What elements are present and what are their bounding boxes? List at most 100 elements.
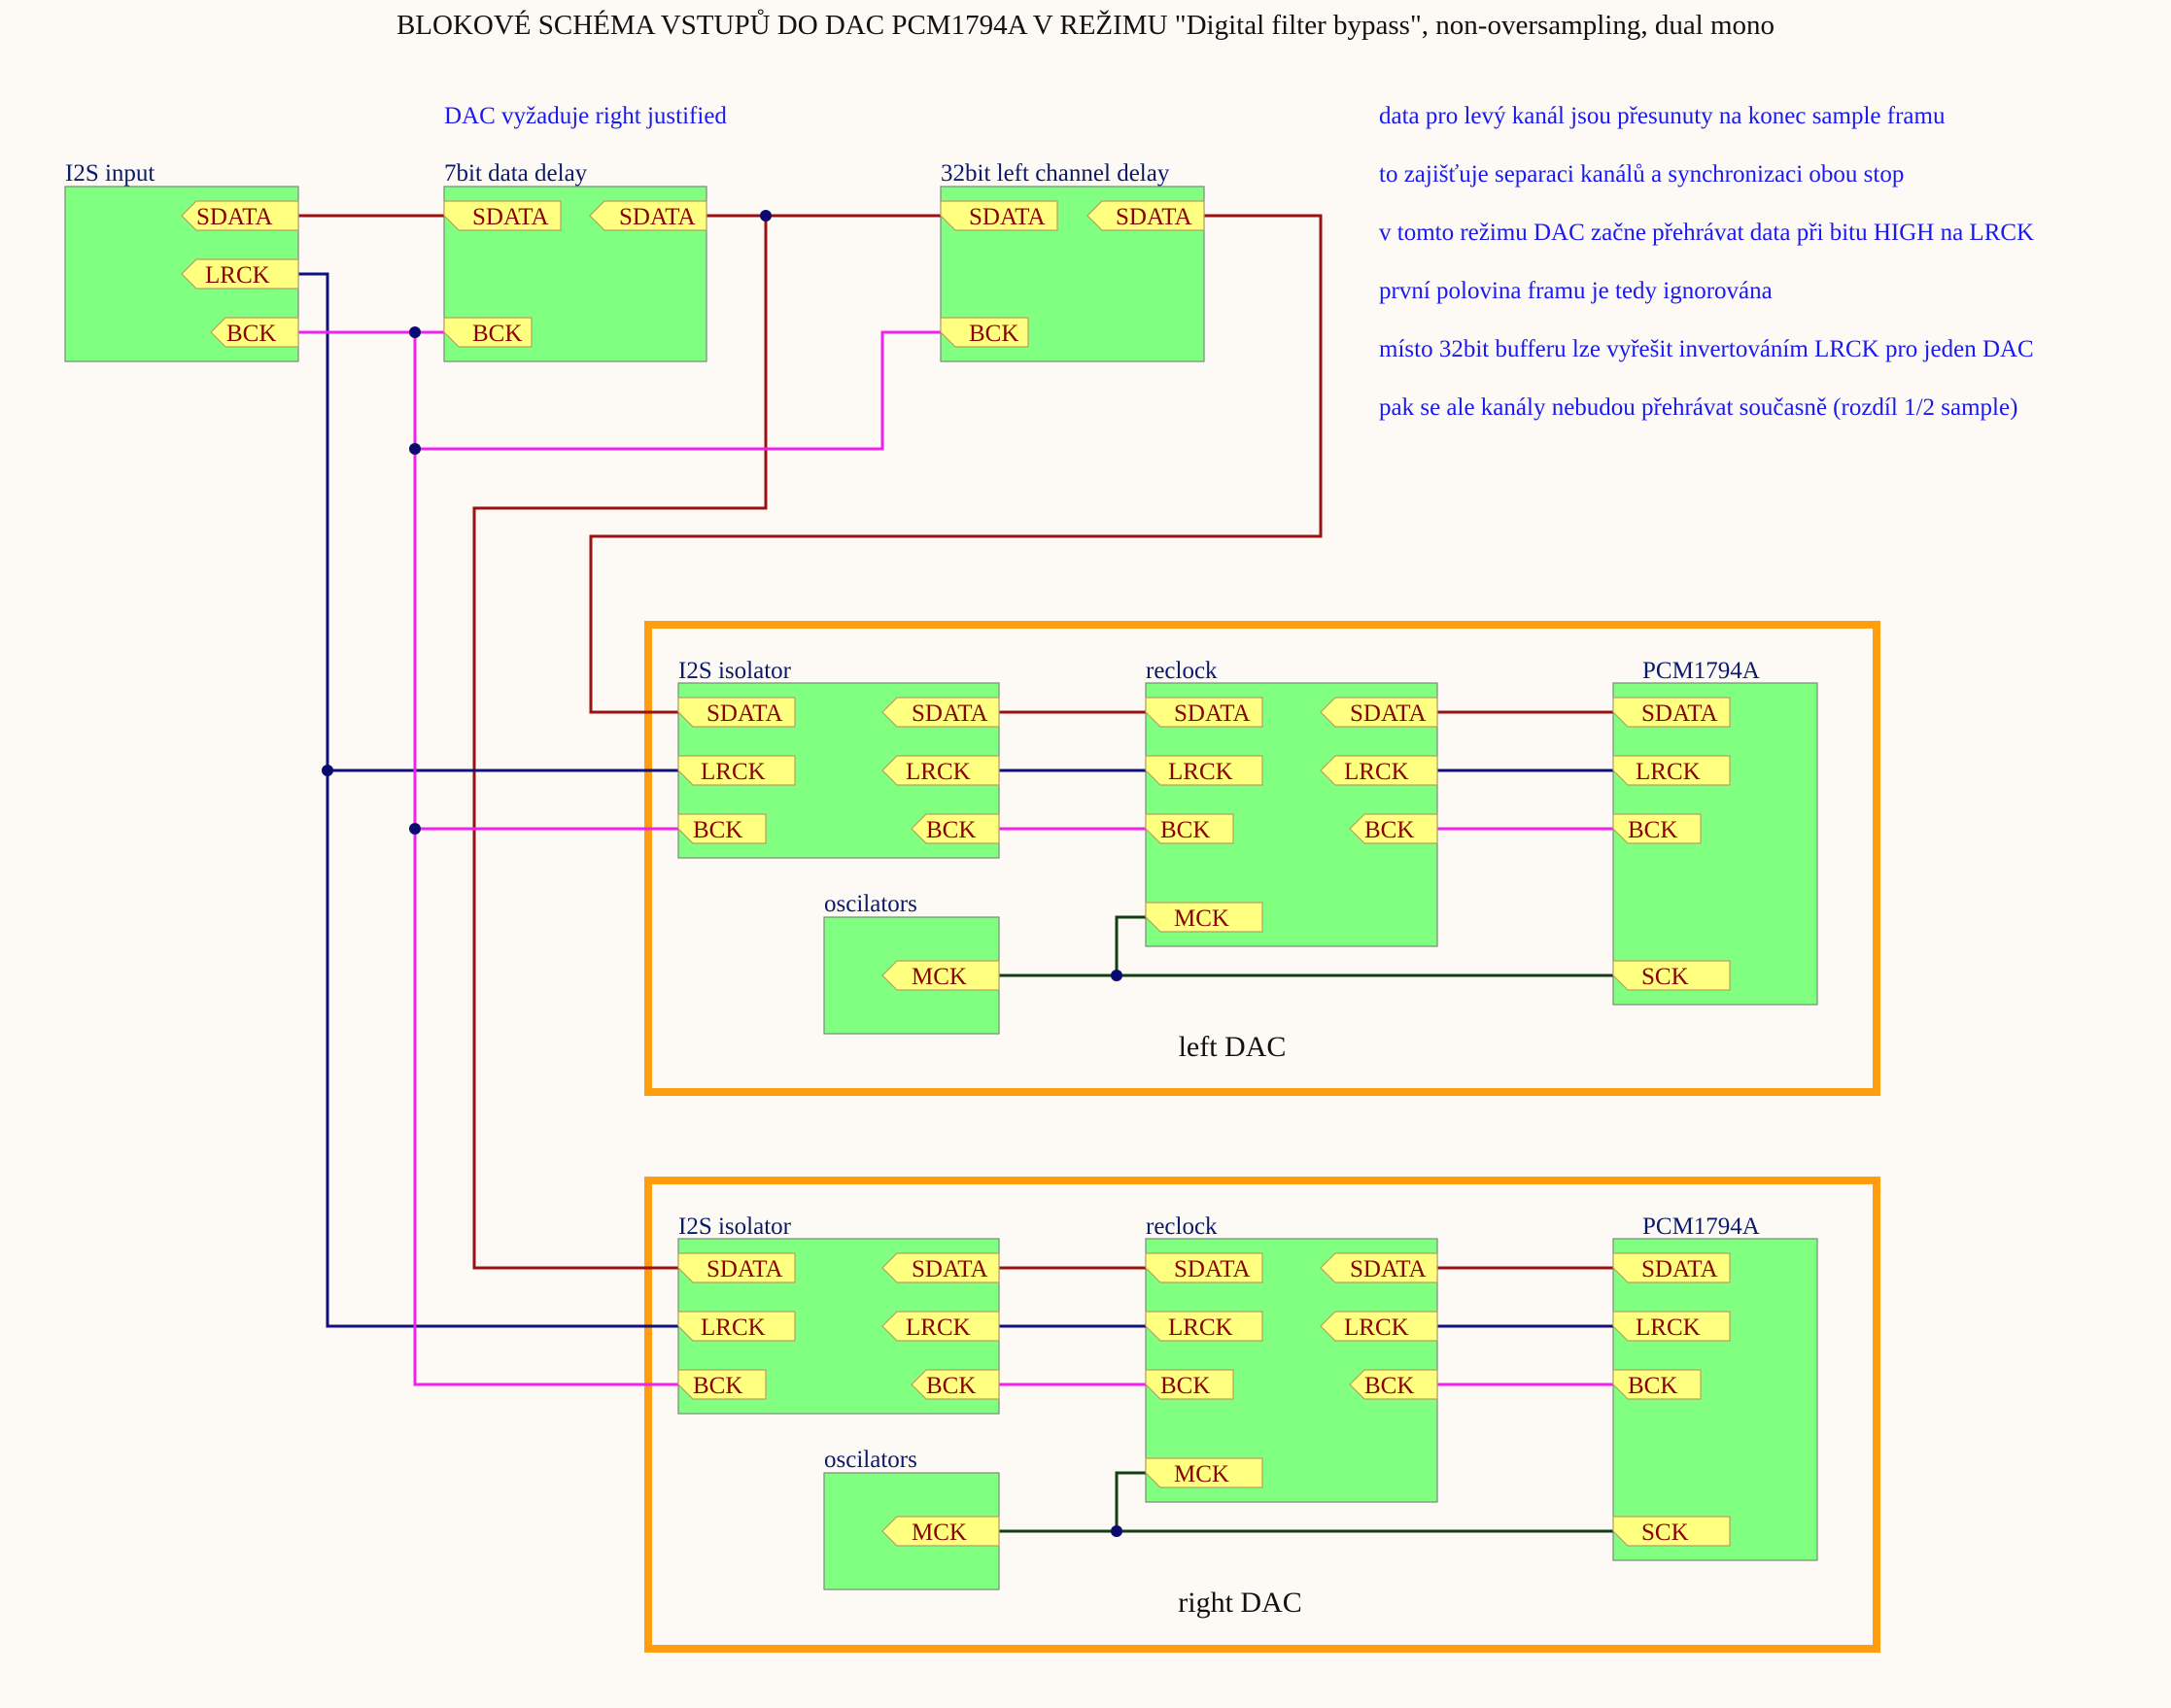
svg-text:SDATA: SDATA	[472, 204, 549, 230]
left-dac-frame	[644, 621, 1880, 1096]
pin-l-pcm-sdata: SDATA	[1612, 697, 1731, 728]
data-delay-label: 7bit data delay	[444, 160, 588, 187]
svg-text:SDATA: SDATA	[912, 1256, 988, 1282]
svg-text:LRCK: LRCK	[1344, 759, 1409, 785]
right-isolator-label: I2S isolator	[678, 1213, 792, 1240]
junction-bck-left-delay	[409, 443, 421, 455]
left-pcm-label: PCM1794A	[1642, 658, 1760, 684]
pin-l-rc-lrck-in: LRCK	[1145, 755, 1263, 786]
svg-text:LRCK: LRCK	[1636, 759, 1701, 785]
note-right-justified: DAC vyžaduje right justified	[444, 103, 727, 129]
pin-input-sdata: SDATA	[181, 200, 299, 231]
note-line-6: pak se ale kanály nebudou přehrávat souč…	[1379, 394, 2017, 421]
svg-text:SDATA: SDATA	[1350, 700, 1427, 727]
wire-lrck-input	[298, 272, 678, 1328]
svg-text:LRCK: LRCK	[701, 759, 766, 785]
wire-bck-to-left-delay	[415, 330, 941, 451]
pin-l-iso-bck-in: BCK	[677, 813, 767, 844]
svg-text:SCK: SCK	[1641, 964, 1689, 990]
svg-text:LRCK: LRCK	[1636, 1315, 1701, 1341]
svg-text:BCK: BCK	[1160, 1373, 1210, 1399]
i2s-input-label: I2S input	[65, 160, 155, 187]
svg-text:BCK: BCK	[969, 321, 1018, 347]
pin-r-rc-mck: MCK	[1145, 1457, 1263, 1488]
svg-text:BCK: BCK	[1160, 817, 1210, 843]
pin-r-iso-bck-out: BCK	[911, 1369, 1000, 1400]
wire-mck-right-to-reclock	[1115, 1471, 1146, 1531]
svg-text:LRCK: LRCK	[1168, 759, 1233, 785]
pin-l-pcm-lrck: LRCK	[1612, 755, 1731, 786]
pin-r-pcm-lrck: LRCK	[1612, 1311, 1731, 1342]
pin-r-osc-mck: MCK	[881, 1516, 1000, 1547]
svg-text:LRCK: LRCK	[1344, 1315, 1409, 1341]
left-delay-label: 32bit left channel delay	[941, 160, 1170, 187]
svg-text:SDATA: SDATA	[969, 204, 1046, 230]
pin-r-rc-bck-out: BCK	[1349, 1369, 1438, 1400]
pin-l-iso-sdata-in: SDATA	[677, 697, 796, 728]
pin-l-osc-mck: MCK	[881, 960, 1000, 991]
wire-sdata-left-delay-out	[589, 214, 1323, 714]
right-pcm-label: PCM1794A	[1642, 1213, 1760, 1240]
junction-bck-input	[409, 326, 421, 338]
svg-text:BCK: BCK	[1628, 1373, 1677, 1399]
pin-l-pcm-sck: SCK	[1612, 960, 1731, 991]
pin-left-delay-sdata-out: SDATA	[1086, 200, 1205, 231]
pin-r-pcm-bck: BCK	[1612, 1369, 1702, 1400]
svg-text:SDATA: SDATA	[1174, 700, 1251, 727]
right-dac-label: right DAC	[1178, 1587, 1302, 1619]
svg-text:BCK: BCK	[693, 1373, 742, 1399]
svg-text:MCK: MCK	[1174, 905, 1229, 932]
svg-text:BCK: BCK	[926, 1373, 976, 1399]
pin-delay-sdata-out: SDATA	[589, 200, 707, 231]
svg-text:SDATA: SDATA	[1174, 1256, 1251, 1282]
pin-r-rc-lrck-out: LRCK	[1320, 1311, 1438, 1342]
pin-r-pcm-sck: SCK	[1612, 1516, 1731, 1547]
wire-mck-left-to-reclock	[1115, 915, 1146, 975]
junction-lrck-left	[322, 765, 333, 776]
junction-sdata	[760, 210, 772, 222]
svg-text:MCK: MCK	[912, 1520, 967, 1546]
note-line-3: v tomto režimu DAC začne přehrávat data …	[1379, 220, 2034, 246]
pin-left-delay-bck: BCK	[940, 317, 1029, 348]
svg-text:MCK: MCK	[1174, 1461, 1229, 1487]
left-isolator-label: I2S isolator	[678, 658, 792, 684]
junction-mck-left	[1111, 970, 1122, 981]
right-reclock-label: reclock	[1146, 1213, 1218, 1240]
left-dac-label: left DAC	[1179, 1031, 1287, 1063]
pin-r-rc-lrck-in: LRCK	[1145, 1311, 1263, 1342]
left-reclock-label: reclock	[1146, 658, 1218, 684]
pin-l-iso-bck-out: BCK	[911, 813, 1000, 844]
pin-l-rc-mck: MCK	[1145, 902, 1263, 933]
svg-text:SDATA: SDATA	[912, 700, 988, 727]
svg-text:SCK: SCK	[1641, 1520, 1689, 1546]
svg-text:SDATA: SDATA	[706, 700, 783, 727]
svg-text:SDATA: SDATA	[196, 204, 273, 230]
svg-text:BCK: BCK	[226, 321, 276, 347]
wire-sdata-to-right-isolator	[472, 216, 768, 1270]
svg-text:BCK: BCK	[1364, 1373, 1414, 1399]
junction-bck-left	[409, 823, 421, 835]
pin-r-iso-sdata-out: SDATA	[881, 1252, 1000, 1283]
junction-mck-right	[1111, 1525, 1122, 1537]
wire-bck-trunk	[413, 332, 678, 1386]
pin-delay-sdata-in: SDATA	[443, 200, 562, 231]
svg-text:LRCK: LRCK	[906, 759, 971, 785]
pin-l-rc-bck-in: BCK	[1145, 813, 1234, 844]
svg-text:LRCK: LRCK	[906, 1315, 971, 1341]
pin-r-rc-sdata-out: SDATA	[1320, 1252, 1438, 1283]
svg-text:LRCK: LRCK	[1168, 1315, 1233, 1341]
pin-r-pcm-sdata: SDATA	[1612, 1252, 1731, 1283]
note-line-1: data pro levý kanál jsou přesunuty na ko…	[1379, 103, 1946, 129]
pin-l-rc-bck-out: BCK	[1349, 813, 1438, 844]
svg-text:BCK: BCK	[926, 817, 976, 843]
svg-text:BCK: BCK	[472, 321, 522, 347]
pin-l-iso-sdata-out: SDATA	[881, 697, 1000, 728]
svg-text:SDATA: SDATA	[1641, 700, 1718, 727]
pin-l-iso-lrck-in: LRCK	[677, 755, 796, 786]
note-line-5: místo 32bit bufferu lze vyřešit invertov…	[1379, 336, 2034, 362]
note-line-4: první polovina framu je tedy ignorována	[1379, 278, 1773, 304]
pin-delay-bck: BCK	[443, 317, 533, 348]
pin-r-iso-sdata-in: SDATA	[677, 1252, 796, 1283]
pin-r-rc-bck-in: BCK	[1145, 1369, 1234, 1400]
